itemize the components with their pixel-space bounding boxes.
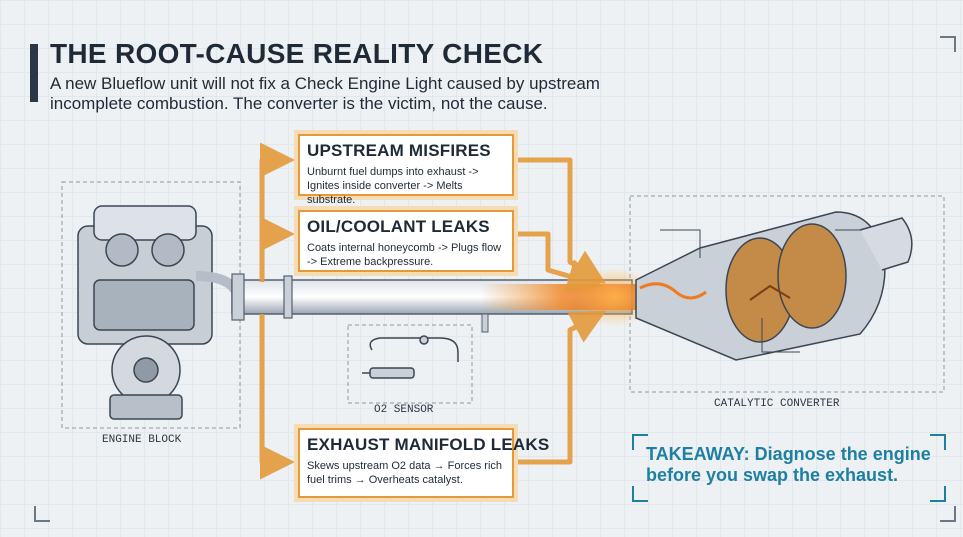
o2-sensor-label: O2 SENSOR: [374, 404, 434, 416]
cause-heading: OIL/COOLANT LEAKS: [307, 217, 490, 236]
cause-box-exhaust-manifold-leaks: EXHAUST MANIFOLD LEAKS Skews upstream O2…: [298, 428, 550, 498]
catalytic-converter-drawing: [635, 211, 913, 361]
engine-block-label: ENGINE BLOCK: [102, 434, 182, 446]
converter-dimension-frame: [629, 195, 945, 393]
page-title: THE ROOT-CAUSE REALITY CHECK: [50, 38, 544, 69]
takeaway-bracket-br: [930, 486, 946, 502]
cause-detail: Skews upstream O2 data → Forces rich fue…: [307, 460, 503, 486]
takeaway-bracket-tr: [930, 434, 946, 450]
cause-detail: Coats internal honeycomb -> Plugs flow -…: [307, 242, 502, 268]
o2-sensor-drawing: [362, 335, 459, 379]
cause-box-oil-coolant-leaks: OIL/COOLANT LEAKS Coats internal honeyco…: [298, 210, 514, 272]
cause-heading: EXHAUST MANIFOLD LEAKS: [307, 435, 550, 454]
takeaway-text: TAKEAWAY: Diagnose the engine before you…: [646, 444, 931, 485]
cause-heading: UPSTREAM MISFIRES: [307, 141, 491, 160]
catalytic-converter-label: CATALYTIC CONVERTER: [714, 398, 840, 410]
cause-connector-arrows: [259, 142, 295, 480]
sensor-dimension-frame: [347, 324, 473, 404]
cause-to-converter-arrows: [518, 157, 607, 465]
title-accent-bar: [30, 44, 38, 102]
frame-corner-bottom-right: [940, 506, 956, 522]
engine-block-drawing: [77, 205, 243, 420]
frame-corner-bottom-left: [34, 506, 50, 522]
cause-box-upstream-misfires: UPSTREAM MISFIRES Unburnt fuel dumps int…: [298, 134, 514, 206]
cause-detail: Unburnt fuel dumps into exhaust -> Ignit…: [307, 166, 479, 206]
page-subtitle: A new Blueflow unit will not fix a Check…: [50, 74, 600, 113]
takeaway-bracket-bl: [632, 486, 648, 502]
takeaway-bracket-tl: [632, 434, 648, 450]
frame-corner-top-right: [940, 36, 956, 52]
